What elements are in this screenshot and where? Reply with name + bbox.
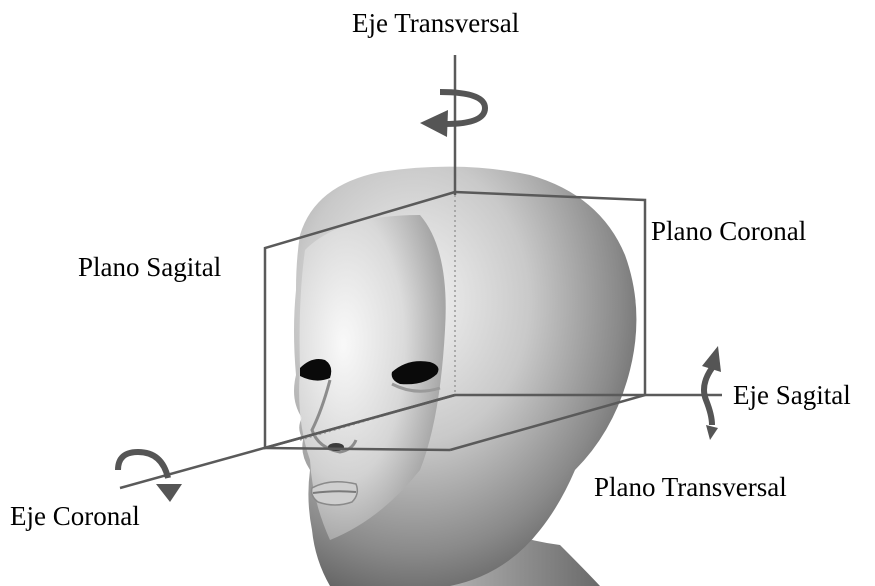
coronal-arrowhead xyxy=(156,484,182,502)
sagittal-arrowhead-bottom xyxy=(706,425,718,440)
coronal-rotation-arrow xyxy=(118,452,168,478)
label-plano-coronal: Plano Coronal xyxy=(651,218,806,245)
label-eje-coronal: Eje Coronal xyxy=(10,503,140,530)
sagittal-arrowhead-top xyxy=(702,346,721,372)
label-plano-sagital: Plano Sagital xyxy=(78,254,221,281)
label-plano-transversal: Plano Transversal xyxy=(594,474,787,501)
sagittal-rotation-arrow xyxy=(704,368,712,425)
label-eje-sagital: Eje Sagital xyxy=(733,382,851,409)
label-eje-transversal: Eje Transversal xyxy=(352,10,519,37)
transversal-arrowhead xyxy=(420,110,448,137)
lips-shape xyxy=(312,482,358,505)
